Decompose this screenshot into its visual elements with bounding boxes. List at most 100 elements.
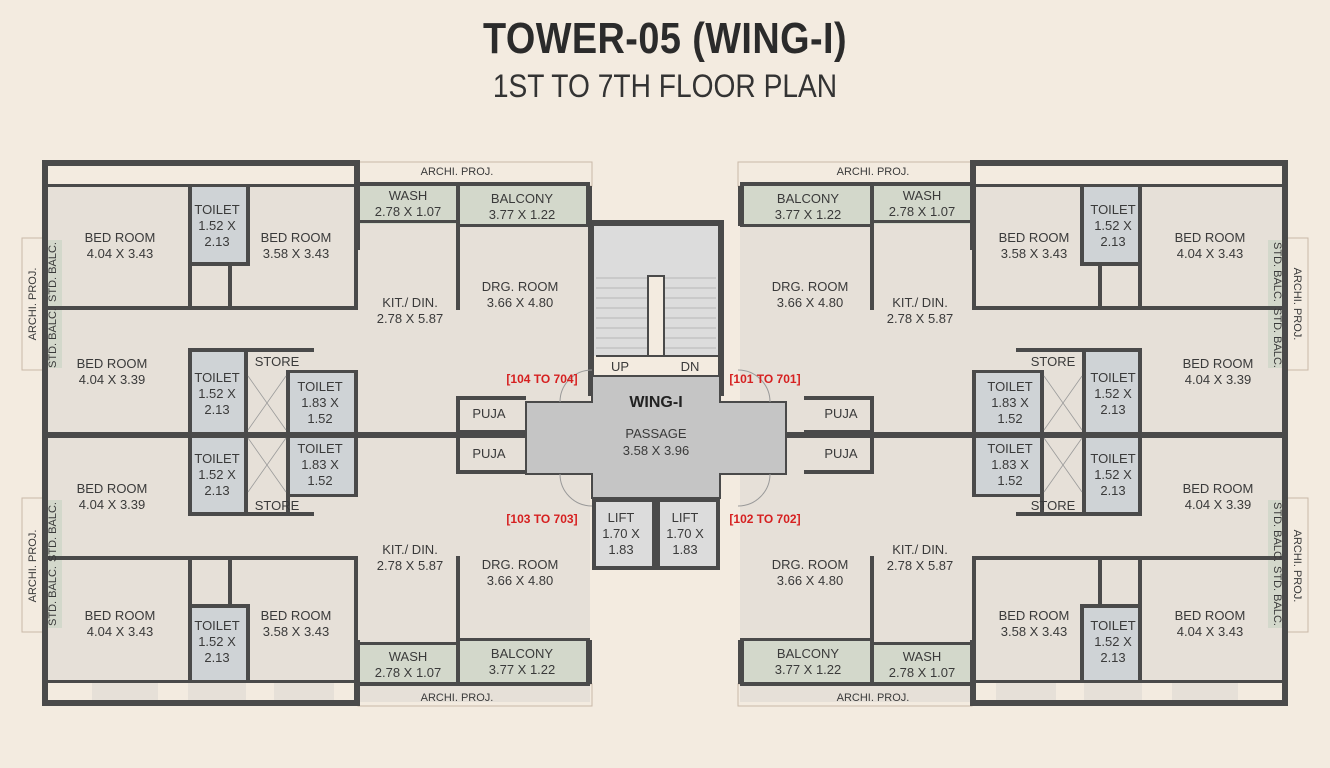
toilet-name: TOILET [297, 441, 342, 456]
toilet-size-2: 1.52 [997, 411, 1022, 426]
wall [1016, 348, 1142, 352]
toilet-size: 1.52 X [1094, 218, 1132, 233]
puja-label: PUJA [824, 446, 858, 461]
toilet-size: 1.83 X [991, 395, 1029, 410]
toilet-name: TOILET [1090, 202, 1135, 217]
balcony [460, 186, 590, 226]
archi-proj-label: ARCHI. PROJ. [27, 530, 39, 603]
wall [804, 430, 874, 433]
toilet-size: 1.52 X [198, 467, 236, 482]
bed-room-name: BED ROOM [77, 481, 148, 496]
wall [738, 186, 744, 226]
wall [42, 160, 358, 166]
bed-room-size: 4.04 X 3.43 [1177, 624, 1244, 639]
door-swing [737, 473, 771, 507]
bed-room-name: BED ROOM [999, 608, 1070, 623]
balcony [740, 640, 870, 682]
bed-room-name: BED ROOM [1183, 481, 1254, 496]
toilet [290, 372, 356, 432]
bed-room-size: 4.04 X 3.39 [1185, 497, 1252, 512]
bed-room-name: BED ROOM [77, 356, 148, 371]
wall [740, 432, 1286, 438]
window-bay [976, 682, 996, 700]
kit-din-size: 2.78 X 5.87 [377, 558, 444, 573]
wall [354, 370, 358, 432]
bed-room-size: 3.58 X 3.43 [1001, 624, 1068, 639]
balcony-name: BALCONY [777, 646, 839, 661]
toilet-size-2: 2.13 [204, 234, 229, 249]
bed-room-size: 3.58 X 3.43 [263, 246, 330, 261]
kit-din-name: KIT./ DIN. [892, 542, 948, 557]
window-bay [1142, 682, 1172, 700]
puja-label: PUJA [472, 446, 506, 461]
drg-room-name: DRG. ROOM [772, 279, 849, 294]
toilet [974, 372, 1040, 432]
toilet [1084, 352, 1138, 432]
wall [188, 556, 192, 680]
wall [970, 640, 976, 706]
lift-size-2: 1.83 [672, 542, 697, 557]
wall [456, 430, 526, 433]
wash-name: WASH [389, 188, 428, 203]
window-bay [1238, 682, 1282, 700]
kit-din-name: KIT./ DIN. [892, 295, 948, 310]
lift-car [656, 498, 720, 570]
stair-up-label: UP [611, 359, 629, 374]
window-bay [334, 682, 354, 700]
bed-room-size: 4.04 X 3.43 [1177, 246, 1244, 261]
wall [456, 396, 526, 400]
wash-name: WASH [903, 188, 942, 203]
toilet-size-2: 1.52 [997, 473, 1022, 488]
toilet-size: 1.83 X [301, 395, 339, 410]
wall [972, 680, 1288, 683]
plan-title: TOWER-05 (WING-I) [483, 14, 847, 63]
std-balc-label: STD. BALC. [47, 242, 59, 302]
window-bay [48, 166, 92, 184]
wall [228, 556, 232, 606]
wash [874, 186, 970, 224]
toilet [1084, 604, 1138, 680]
balcony-size: 3.77 X 1.22 [775, 662, 842, 677]
passage-label: PASSAGE [625, 426, 687, 441]
window-bay [334, 166, 354, 184]
wall [972, 700, 1288, 706]
wall [1098, 262, 1102, 310]
wall [1016, 512, 1142, 516]
toilet-size: 1.52 X [198, 218, 236, 233]
lift-name: LIFT [672, 510, 699, 525]
drg-room-size: 3.66 X 4.80 [777, 573, 844, 588]
drg-room-name: DRG. ROOM [482, 279, 559, 294]
toilet [290, 436, 356, 496]
wall [1080, 262, 1142, 266]
archi-proj-label: ARCHI. PROJ. [837, 166, 910, 178]
puja-label: PUJA [824, 406, 858, 421]
stair-dn-label: DN [681, 359, 700, 374]
wall [1080, 604, 1142, 608]
store-label: STORE [1031, 498, 1076, 513]
window-bay [246, 166, 274, 184]
wall [188, 262, 250, 266]
lift-car [592, 498, 656, 570]
kit-din-size: 2.78 X 5.87 [887, 311, 954, 326]
wall [874, 642, 970, 645]
bed-room-name: BED ROOM [999, 230, 1070, 245]
bed-room-size: 4.04 X 3.43 [87, 246, 154, 261]
std-balc [44, 306, 62, 368]
wall [972, 494, 1044, 497]
flat-range-top-left: [104 TO 704] [506, 372, 577, 386]
wall [354, 640, 360, 706]
wall [972, 160, 1288, 166]
toilet-size: 1.52 X [1094, 386, 1132, 401]
std-balc-label: STD. BALC. [1271, 502, 1283, 562]
balcony [740, 186, 870, 226]
toilet-size: 1.83 X [991, 457, 1029, 472]
toilet-size: 1.52 X [1094, 634, 1132, 649]
bed-room-size: 4.04 X 3.39 [1185, 372, 1252, 387]
std-balc-label: STD. BALC. [47, 566, 59, 626]
store-label: STORE [1031, 354, 1076, 369]
archi-proj-label: ARCHI. PROJ. [421, 166, 494, 178]
bed-room-name: BED ROOM [261, 608, 332, 623]
wash-name: WASH [903, 649, 942, 664]
toilet-name: TOILET [297, 379, 342, 394]
wall [740, 182, 972, 186]
